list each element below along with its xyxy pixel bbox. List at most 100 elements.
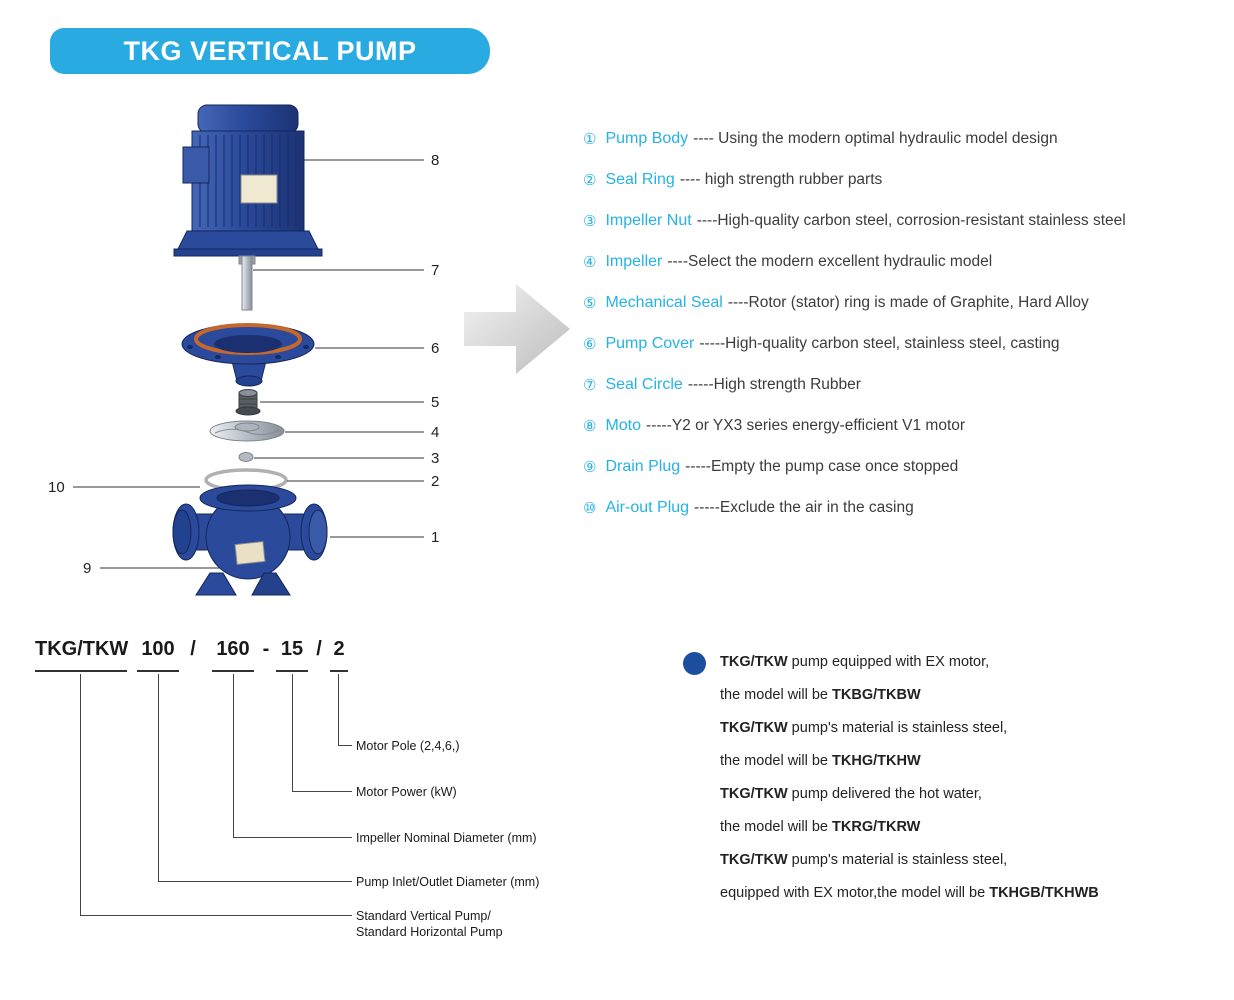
model-code-label: Motor Power (kW) — [356, 785, 457, 799]
part-number-badge: ⑧ — [583, 417, 597, 435]
part-name: Pump Cover — [605, 334, 695, 352]
note-bold: TKRG/TKRW — [832, 819, 921, 835]
note-line: TKG/TKW pump's material is stainless ste… — [720, 718, 1163, 738]
model-code-connector — [80, 674, 352, 916]
model-code-connector — [158, 674, 352, 882]
part-row: ⑨ Drain Plug -----Empty the pump case on… — [583, 446, 1234, 487]
callout-number: 3 — [431, 450, 439, 467]
model-code-separator: / — [190, 638, 196, 660]
model-code-label: Standard Vertical Pump/ Standard Horizon… — [356, 908, 503, 940]
note-rest: pump equipped with EX motor, — [787, 654, 990, 670]
part-number-badge: ① — [583, 130, 597, 148]
model-code-segment: 15 — [276, 638, 308, 672]
part-row: ⑥ Pump Cover -----High-quality carbon st… — [583, 323, 1234, 364]
shaft-graphic — [238, 255, 256, 311]
note-bold: TKG/TKW — [720, 852, 788, 868]
part-number-badge: ⑩ — [583, 499, 597, 517]
note-line: TKG/TKW pump delivered the hot water, — [720, 784, 1163, 804]
part-name: Drain Plug — [605, 457, 681, 475]
note-line: the model will be TKBG/TKBW — [720, 685, 1163, 705]
parts-list: ① Pump Body ---- Using the modern optima… — [583, 118, 1234, 528]
model-code-label: Motor Pole (2,4,6,) — [356, 739, 460, 753]
pump-body-graphic — [172, 484, 328, 596]
part-name: Air-out Plug — [605, 498, 690, 516]
note-rest: pump delivered the hot water, — [787, 786, 982, 802]
part-name: Pump Body — [605, 129, 689, 147]
note-line: equipped with EX motor,the model will be… — [720, 883, 1163, 903]
callout-number: 10 — [48, 479, 65, 496]
model-code-segment: TKG/TKW — [35, 638, 128, 672]
model-code-connector — [292, 674, 352, 792]
part-number-badge: ⑤ — [583, 294, 597, 312]
part-name: Impeller — [605, 252, 663, 270]
note-bold: TKG/TKW — [720, 786, 788, 802]
model-code-connector — [338, 674, 352, 746]
part-desc: ---- Using the modern optimal hydraulic … — [693, 129, 1058, 147]
model-code-label: Impeller Nominal Diameter (mm) — [356, 831, 537, 845]
part-desc: -----Empty the pump case once stopped — [685, 457, 959, 475]
mechanical-seal-graphic — [235, 389, 261, 416]
note-pre: the model will be — [720, 687, 833, 703]
motor-graphic — [173, 104, 323, 257]
callout-number: 5 — [431, 394, 439, 411]
part-name: Mechanical Seal — [605, 293, 723, 311]
note-pre: the model will be — [720, 753, 833, 769]
note-pre: equipped with EX motor,the model will be — [720, 885, 990, 901]
arrow-right-icon — [464, 284, 570, 374]
part-number-badge: ④ — [583, 253, 597, 271]
model-code-separator: - — [262, 638, 270, 660]
callout-leader-lines — [73, 159, 424, 569]
note-bold: TKHG/TKHW — [832, 753, 921, 769]
notes-section: TKG/TKW pump equipped with EX motor, the… — [683, 652, 1163, 916]
part-name: Impeller Nut — [605, 211, 692, 229]
model-code-segment: 160 — [212, 638, 254, 672]
part-desc: -----Y2 or YX3 series energy-efficient V… — [646, 416, 966, 434]
part-row: ③ Impeller Nut ----High-quality carbon s… — [583, 200, 1234, 241]
note-line: the model will be TKRG/TKRW — [720, 817, 1163, 837]
model-code-segment: 2 — [330, 638, 348, 672]
note-line: TKG/TKW pump equipped with EX motor, — [720, 652, 1163, 672]
part-row: ④ Impeller ----Select the modern excelle… — [583, 241, 1234, 282]
part-number-badge: ⑦ — [583, 376, 597, 394]
page-title: TKG VERTICAL PUMP — [123, 35, 417, 66]
part-row: ⑤ Mechanical Seal ----Rotor (stator) rin… — [583, 282, 1234, 323]
note-bold: TKBG/TKBW — [832, 687, 921, 703]
callout-number: 9 — [83, 560, 91, 577]
part-row: ⑦ Seal Circle -----High strength Rubber — [583, 364, 1234, 405]
part-desc: -----High-quality carbon steel, stainles… — [699, 334, 1060, 352]
part-row: ⑧ Moto -----Y2 or YX3 series energy-effi… — [583, 405, 1234, 446]
callout-number: 2 — [431, 473, 439, 490]
part-desc: ----Rotor (stator) ring is made of Graph… — [727, 293, 1089, 311]
note-rest: pump's material is stainless steel, — [787, 720, 1008, 736]
note-rest: pump's material is stainless steel, — [787, 852, 1008, 868]
model-code-label-line: Standard Horizontal Pump — [356, 925, 503, 939]
note-bold: TKG/TKW — [720, 654, 788, 670]
part-name: Seal Ring — [605, 170, 675, 188]
model-code-segment: 100 — [137, 638, 179, 672]
part-desc: -----High strength Rubber — [687, 375, 861, 393]
part-desc: ----High-quality carbon steel, corrosion… — [696, 211, 1126, 229]
note-pre: the model will be — [720, 819, 833, 835]
part-row: ② Seal Ring ---- high strength rubber pa… — [583, 159, 1234, 200]
part-number-badge: ⑥ — [583, 335, 597, 353]
bullet-circle-icon — [683, 652, 706, 675]
model-code-label-line: Standard Vertical Pump/ — [356, 909, 491, 923]
callout-number: 4 — [431, 424, 439, 441]
callout-number: 7 — [431, 262, 439, 279]
part-desc: -----Exclude the air in the casing — [694, 498, 914, 516]
note-line: TKG/TKW pump's material is stainless ste… — [720, 850, 1163, 870]
part-name: Moto — [605, 416, 642, 434]
callout-number: 1 — [431, 529, 439, 546]
callout-number: 6 — [431, 340, 439, 357]
model-code-label: Pump Inlet/Outlet Diameter (mm) — [356, 875, 540, 889]
callout-number: 8 — [431, 152, 439, 169]
note-bold: TKHGB/TKHWB — [989, 885, 1099, 901]
part-row: ⑩ Air-out Plug -----Exclude the air in t… — [583, 487, 1234, 528]
model-code-connector — [233, 674, 352, 838]
page-title-banner: TKG VERTICAL PUMP — [50, 28, 490, 74]
note-line: the model will be TKHG/TKHW — [720, 751, 1163, 771]
part-desc: ----Select the modern excellent hydrauli… — [667, 252, 993, 270]
impeller-nut-graphic — [238, 452, 254, 462]
pump-exploded-diagram: 8 7 6 5 4 3 2 1 10 9 — [48, 104, 439, 596]
